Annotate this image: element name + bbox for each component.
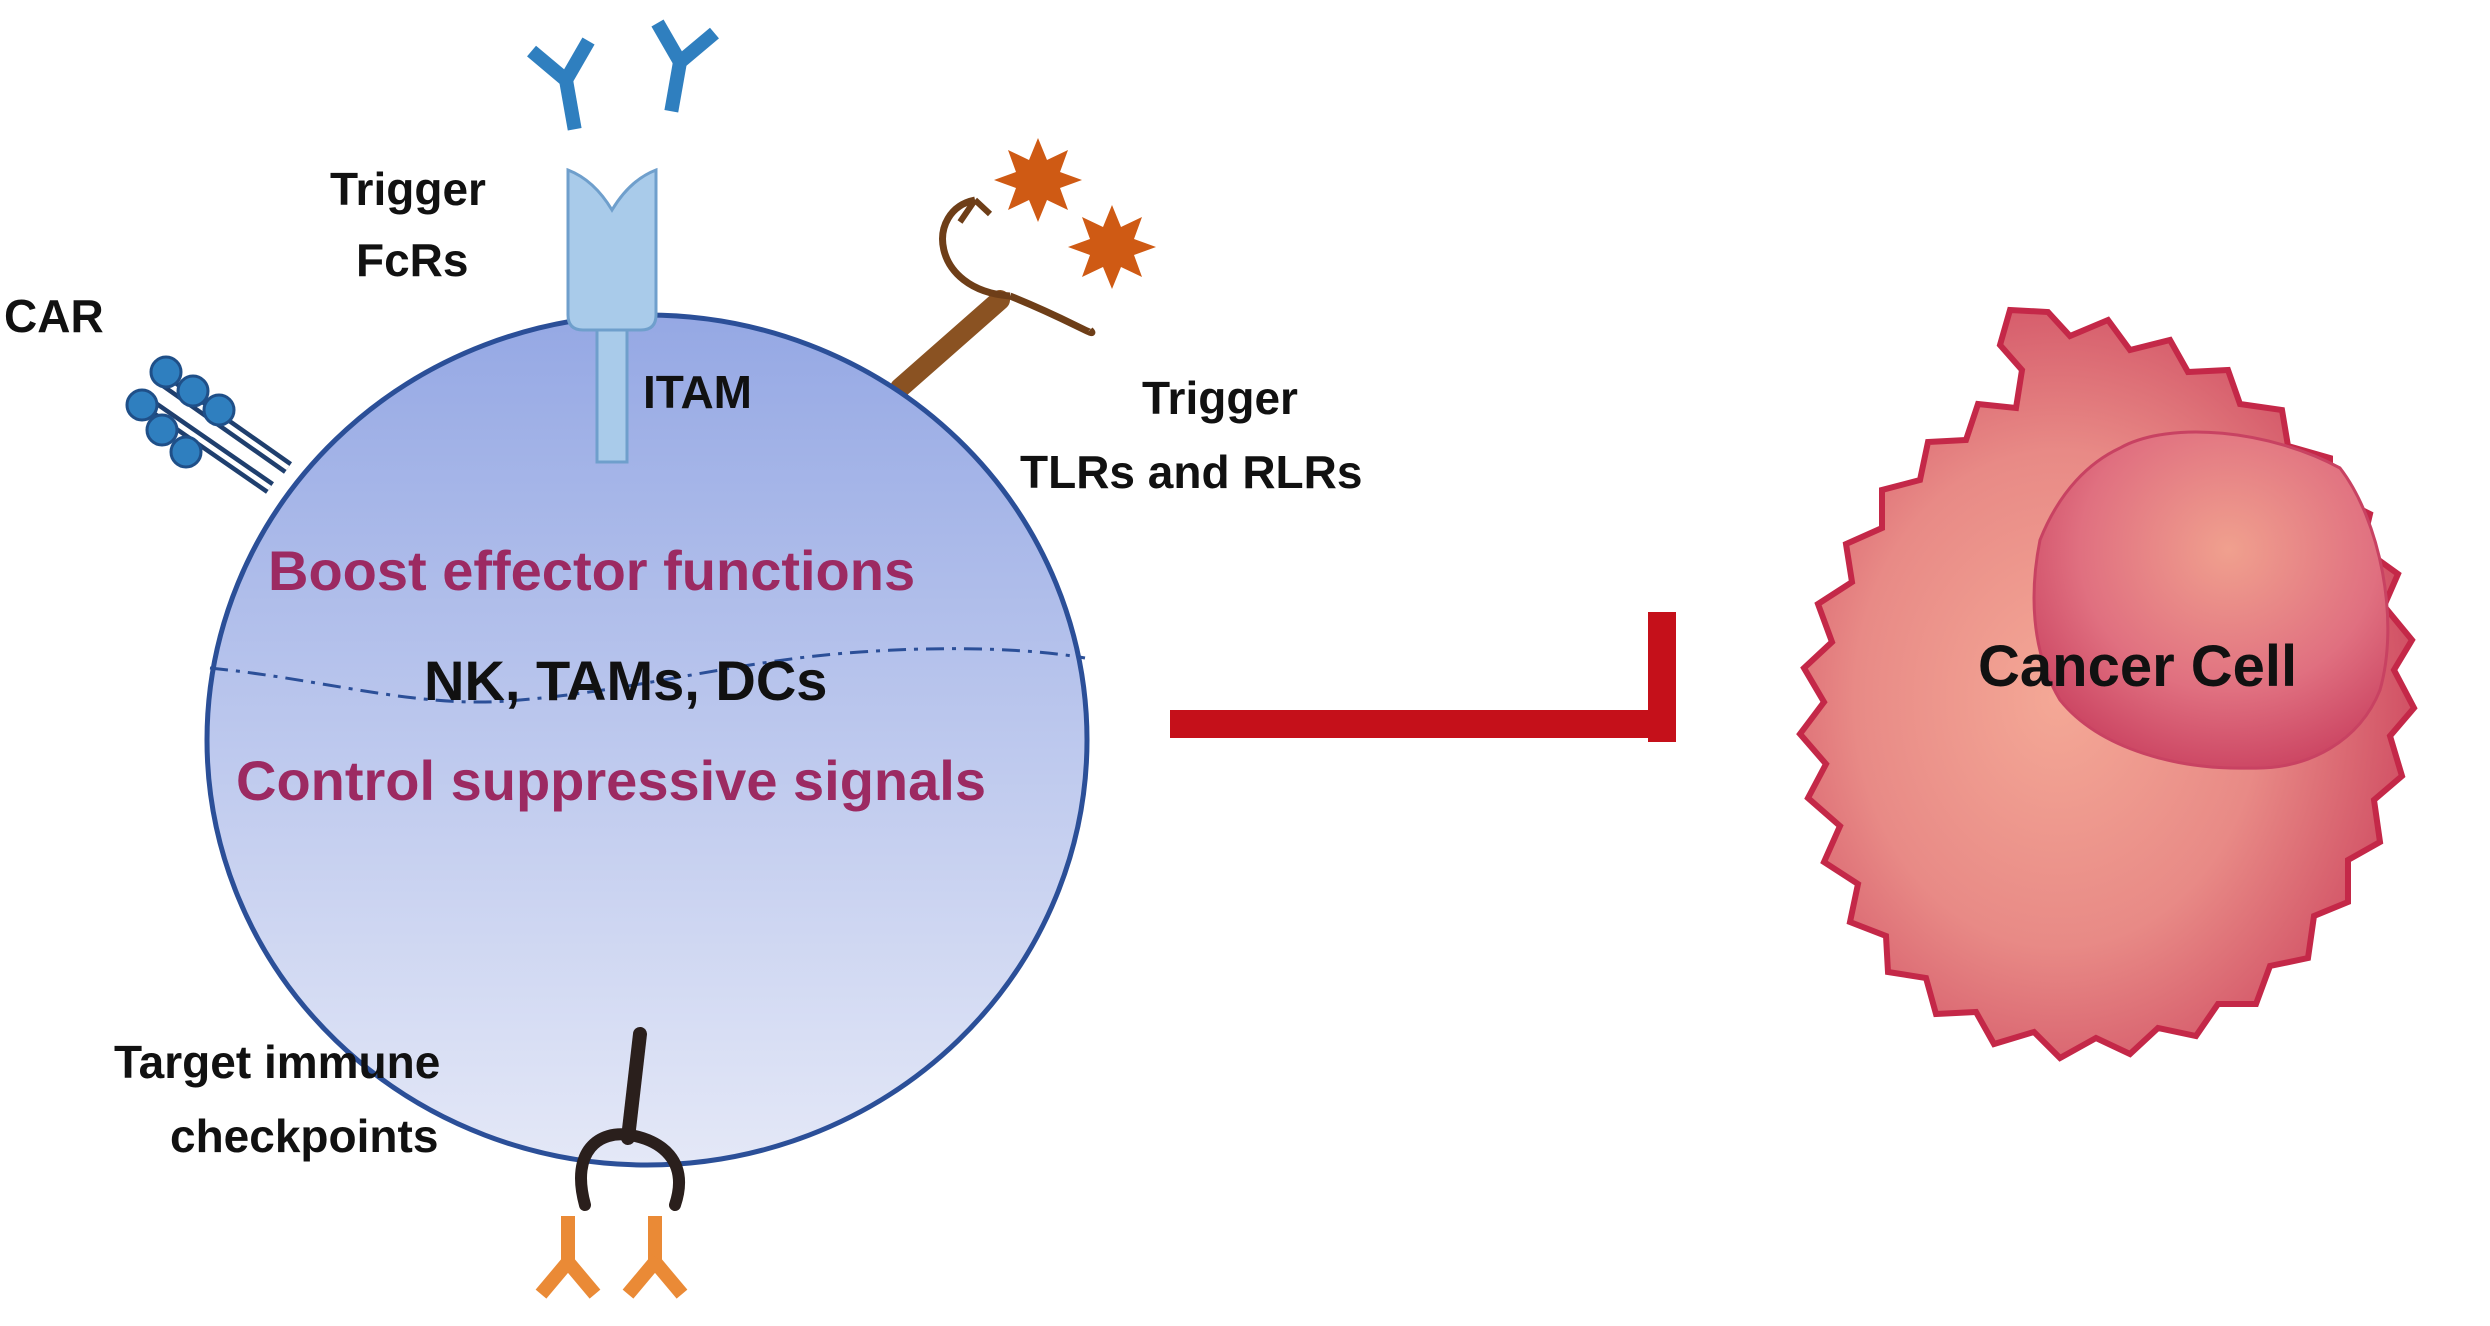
target-checkpoints-label-line1: Target immune [114, 1036, 440, 1088]
fc-receptor [566, 167, 658, 464]
pathogen-star-icon [994, 138, 1156, 289]
trigger-tlrs-label-line2: TLRs and RLRs [1020, 446, 1362, 498]
boost-effector-label: Boost effector functions [268, 539, 915, 602]
cancer-cell-label: Cancer Cell [1978, 634, 2297, 699]
tlr-receptor [890, 196, 1096, 398]
cell-types-label: NK, TAMs, DCs [424, 649, 827, 712]
divider-line [209, 647, 1086, 704]
antibody-orange-icon [535, 1216, 688, 1299]
cancer-nucleus [2032, 430, 2390, 770]
itam-label: ITAM [643, 366, 752, 418]
inhibition-arrow [1170, 612, 1676, 742]
car-receptor [125, 355, 293, 494]
antibody-blue-icon [527, 19, 719, 131]
car-label: CAR [4, 290, 104, 342]
trigger-fcrs-label-line1: Trigger [330, 163, 486, 215]
trigger-fcrs-label-line2: FcRs [356, 234, 468, 286]
target-checkpoints-label-line2: checkpoints [170, 1110, 438, 1162]
trigger-tlrs-label-line1: Trigger [1142, 372, 1298, 424]
checkpoint-receptor [575, 1027, 685, 1211]
control-suppressive-label: Control suppressive signals [236, 749, 986, 812]
